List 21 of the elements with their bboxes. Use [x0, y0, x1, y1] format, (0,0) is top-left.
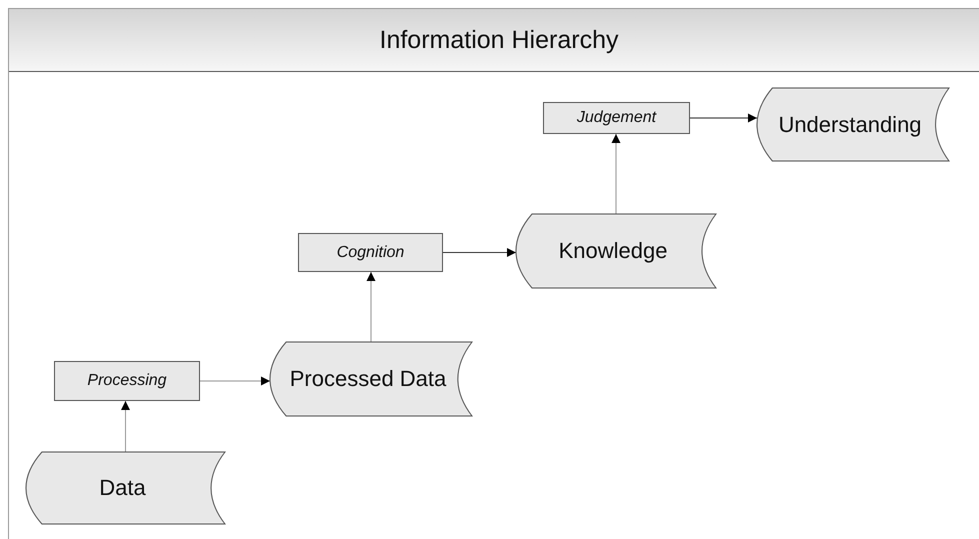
arrow — [366, 272, 376, 342]
arrow — [121, 400, 130, 452]
node-label: Judgement — [576, 109, 656, 127]
process-box — [54, 361, 200, 401]
process-box — [543, 102, 690, 134]
stored-data-shape — [516, 214, 716, 288]
node-label: Knowledge — [558, 238, 668, 264]
node-label: Data — [99, 475, 146, 501]
diagram-title: Information Hierarchy — [380, 26, 618, 54]
arrow — [200, 376, 270, 386]
node-label: Cognition — [336, 244, 404, 262]
arrow — [612, 134, 620, 214]
stored-data-shape — [270, 342, 472, 416]
process-box — [298, 233, 443, 272]
arrow — [442, 248, 516, 257]
stored-data-shape — [757, 88, 949, 161]
arrow — [690, 114, 758, 122]
stored-data-shape — [26, 452, 225, 524]
node-label: Processing — [87, 372, 167, 390]
node-label: Processed Data — [290, 366, 446, 392]
node-label: Understanding — [778, 112, 922, 138]
